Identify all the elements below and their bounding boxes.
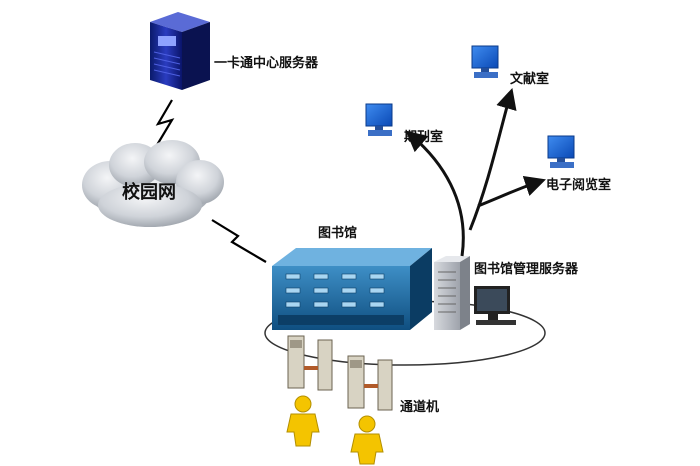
desktop-computer-icon bbox=[547, 135, 575, 168]
gate-machine-label: 通道机 bbox=[400, 400, 440, 415]
library-building-icon bbox=[272, 248, 432, 330]
desktop-computer-icon bbox=[474, 286, 516, 325]
desktop-computer-icon bbox=[365, 103, 393, 136]
turnstile-gate-icon bbox=[347, 355, 393, 411]
card-server-label: 一卡通中心服务器 bbox=[214, 56, 319, 71]
turnstile-gate-icon bbox=[287, 335, 333, 391]
link-to-periodicals-room bbox=[405, 130, 465, 257]
link-to-e-reading-room bbox=[477, 176, 546, 208]
link-to-literature-room bbox=[468, 87, 517, 231]
lightning-link-icon bbox=[153, 99, 175, 151]
literature-room-label: 文献室 bbox=[510, 72, 550, 87]
desktop-computer-icon bbox=[471, 45, 499, 78]
lightning-link-icon bbox=[211, 219, 267, 263]
person-icon bbox=[286, 395, 320, 447]
library-label: 图书馆 bbox=[318, 226, 358, 241]
library-server-tower-icon bbox=[434, 256, 470, 330]
person-icon bbox=[350, 415, 384, 465]
campus-network-label: 校园网 bbox=[122, 182, 176, 203]
periodicals-room-label: 期刊室 bbox=[404, 130, 444, 145]
e-reading-room-label: 电子阅览室 bbox=[546, 178, 612, 193]
tower-server-icon bbox=[150, 12, 210, 90]
library-server-label: 图书馆管理服务器 bbox=[474, 262, 579, 277]
cloud-icon bbox=[82, 140, 224, 227]
